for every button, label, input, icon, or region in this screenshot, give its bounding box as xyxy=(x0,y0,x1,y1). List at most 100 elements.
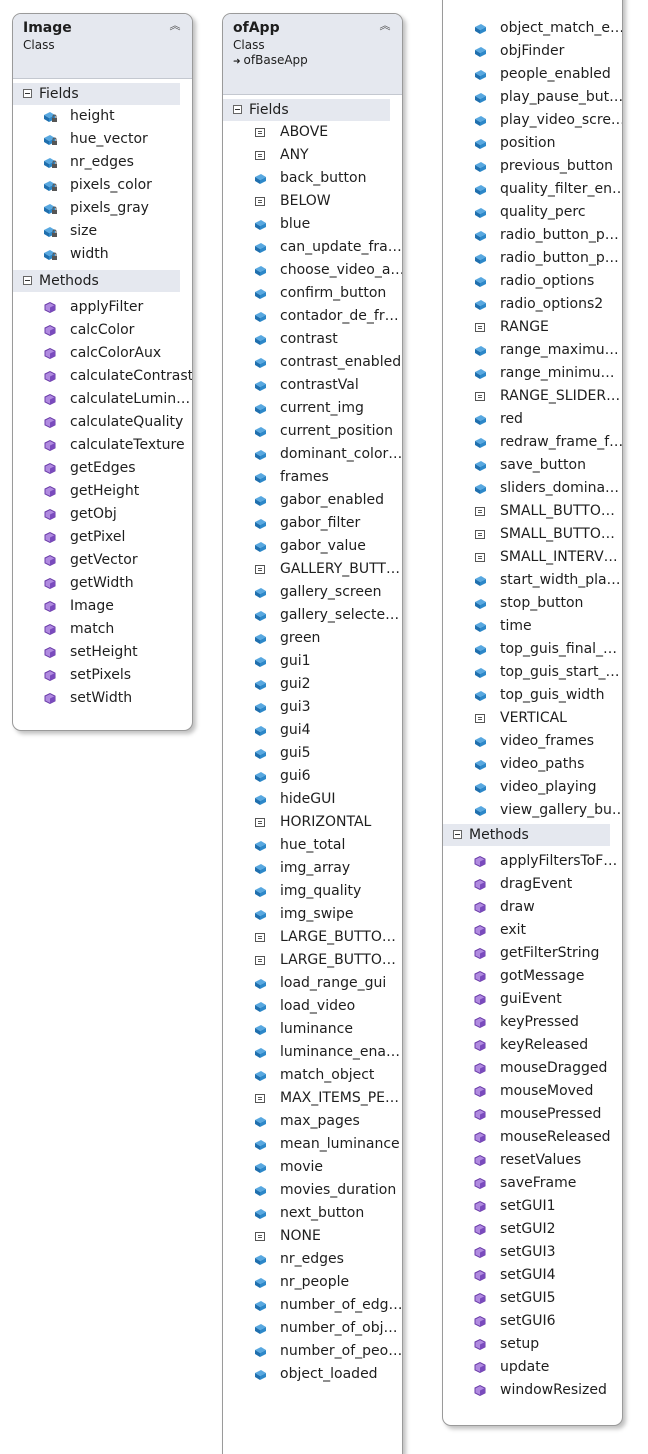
field-item[interactable]: number_of_obj… xyxy=(223,1317,402,1340)
field-item[interactable]: movies_duration xyxy=(223,1179,402,1202)
field-item[interactable]: next_button xyxy=(223,1202,402,1225)
field-item[interactable]: gabor_value xyxy=(223,535,402,558)
field-item[interactable]: RANGE xyxy=(443,316,622,339)
field-item[interactable]: load_video xyxy=(223,995,402,1018)
field-item[interactable]: blue xyxy=(223,213,402,236)
field-item[interactable]: current_img xyxy=(223,397,402,420)
field-item[interactable]: VERTICAL xyxy=(443,707,622,730)
field-item[interactable]: back_button xyxy=(223,167,402,190)
field-item[interactable]: hue_total xyxy=(223,834,402,857)
field-item[interactable]: gabor_filter xyxy=(223,512,402,535)
class-header[interactable]: ofApp Class ➜ofBaseApp ︽ xyxy=(223,14,402,95)
method-item[interactable]: calculateContrast xyxy=(13,365,192,388)
field-item[interactable]: green xyxy=(223,627,402,650)
field-item[interactable]: current_position xyxy=(223,420,402,443)
field-item[interactable]: object_match_e… xyxy=(443,17,622,40)
method-item[interactable]: mouseReleased xyxy=(443,1126,622,1149)
method-item[interactable]: setGUI4 xyxy=(443,1264,622,1287)
field-item[interactable]: load_range_gui xyxy=(223,972,402,995)
field-item[interactable]: nr_edges xyxy=(223,1248,402,1271)
field-item[interactable]: pixels_gray xyxy=(13,197,192,220)
field-item[interactable]: movie xyxy=(223,1156,402,1179)
field-item[interactable]: video_playing xyxy=(443,776,622,799)
field-item[interactable]: choose_video_a… xyxy=(223,259,402,282)
field-item[interactable]: object_loaded xyxy=(223,1363,402,1386)
field-item[interactable]: MAX_ITEMS_PE… xyxy=(223,1087,402,1110)
method-item[interactable]: getWidth xyxy=(13,572,192,595)
field-item[interactable]: gallery_selecte… xyxy=(223,604,402,627)
field-item[interactable]: contrast xyxy=(223,328,402,351)
method-item[interactable]: setup xyxy=(443,1333,622,1356)
method-item[interactable]: mousePressed xyxy=(443,1103,622,1126)
field-item[interactable]: gui4 xyxy=(223,719,402,742)
class-header[interactable]: Image Class ︽ xyxy=(13,14,192,79)
field-item[interactable]: people_enabled xyxy=(443,63,622,86)
field-item[interactable]: gui6 xyxy=(223,765,402,788)
field-item[interactable]: pixels_color xyxy=(13,174,192,197)
method-item[interactable]: draw xyxy=(443,896,622,919)
method-item[interactable]: resetValues xyxy=(443,1149,622,1172)
method-item[interactable]: gotMessage xyxy=(443,965,622,988)
method-item[interactable]: setGUI6 xyxy=(443,1310,622,1333)
field-item[interactable]: hideGUI xyxy=(223,788,402,811)
field-item[interactable]: can_update_fra… xyxy=(223,236,402,259)
method-item[interactable]: calculateTexture xyxy=(13,434,192,457)
field-item[interactable]: contrast_enabled xyxy=(223,351,402,374)
method-item[interactable]: calculateQuality xyxy=(13,411,192,434)
field-item[interactable]: gui1 xyxy=(223,650,402,673)
field-item[interactable]: range_maximu… xyxy=(443,339,622,362)
field-item[interactable]: sliders_domina… xyxy=(443,477,622,500)
field-item[interactable]: dominant_color… xyxy=(223,443,402,466)
method-item[interactable]: setGUI3 xyxy=(443,1241,622,1264)
field-item[interactable]: redraw_frame_f… xyxy=(443,431,622,454)
field-item[interactable]: gui5 xyxy=(223,742,402,765)
method-item[interactable]: Image xyxy=(13,595,192,618)
field-item[interactable]: HORIZONTAL xyxy=(223,811,402,834)
field-item[interactable]: RANGE_SLIDER… xyxy=(443,385,622,408)
field-item[interactable]: width xyxy=(13,243,192,266)
method-item[interactable]: keyReleased xyxy=(443,1034,622,1057)
field-item[interactable]: number_of_edg… xyxy=(223,1294,402,1317)
collapse-toggle-icon[interactable] xyxy=(23,89,32,98)
field-item[interactable]: nr_people xyxy=(223,1271,402,1294)
field-item[interactable]: LARGE_BUTTO… xyxy=(223,949,402,972)
field-item[interactable]: range_minimu… xyxy=(443,362,622,385)
field-item[interactable]: number_of_peo… xyxy=(223,1340,402,1363)
field-item[interactable]: stop_button xyxy=(443,592,622,615)
method-item[interactable]: exit xyxy=(443,919,622,942)
method-item[interactable]: getHeight xyxy=(13,480,192,503)
method-item[interactable]: getVector xyxy=(13,549,192,572)
field-item[interactable]: img_quality xyxy=(223,880,402,903)
collapse-toggle-icon[interactable] xyxy=(23,276,32,285)
method-item[interactable]: update xyxy=(443,1356,622,1379)
field-item[interactable]: BELOW xyxy=(223,190,402,213)
field-item[interactable]: SMALL_INTERV… xyxy=(443,546,622,569)
field-item[interactable]: gui3 xyxy=(223,696,402,719)
field-item[interactable]: SMALL_BUTTO… xyxy=(443,500,622,523)
section-header-fields[interactable]: Fields xyxy=(223,99,390,121)
field-item[interactable]: play_video_scre… xyxy=(443,109,622,132)
field-item[interactable]: nr_edges xyxy=(13,151,192,174)
method-item[interactable]: saveFrame xyxy=(443,1172,622,1195)
field-item[interactable]: top_guis_final_… xyxy=(443,638,622,661)
method-item[interactable]: applyFilter xyxy=(13,296,192,319)
method-item[interactable]: mouseDragged xyxy=(443,1057,622,1080)
field-item[interactable]: start_width_pla… xyxy=(443,569,622,592)
section-header-methods[interactable]: Methods xyxy=(443,824,610,846)
method-item[interactable]: setPixels xyxy=(13,664,192,687)
method-item[interactable]: calcColorAux xyxy=(13,342,192,365)
field-item[interactable]: LARGE_BUTTO… xyxy=(223,926,402,949)
field-item[interactable]: contador_de_fr… xyxy=(223,305,402,328)
field-item[interactable]: play_pause_but… xyxy=(443,86,622,109)
method-item[interactable]: getFilterString xyxy=(443,942,622,965)
field-item[interactable]: luminance xyxy=(223,1018,402,1041)
method-item[interactable]: mouseMoved xyxy=(443,1080,622,1103)
collapse-toggle-icon[interactable] xyxy=(233,105,242,114)
field-item[interactable]: time xyxy=(443,615,622,638)
collapse-chevron-icon[interactable]: ︽ xyxy=(169,19,181,32)
method-item[interactable]: match xyxy=(13,618,192,641)
field-item[interactable]: img_array xyxy=(223,857,402,880)
field-item[interactable]: gui2 xyxy=(223,673,402,696)
